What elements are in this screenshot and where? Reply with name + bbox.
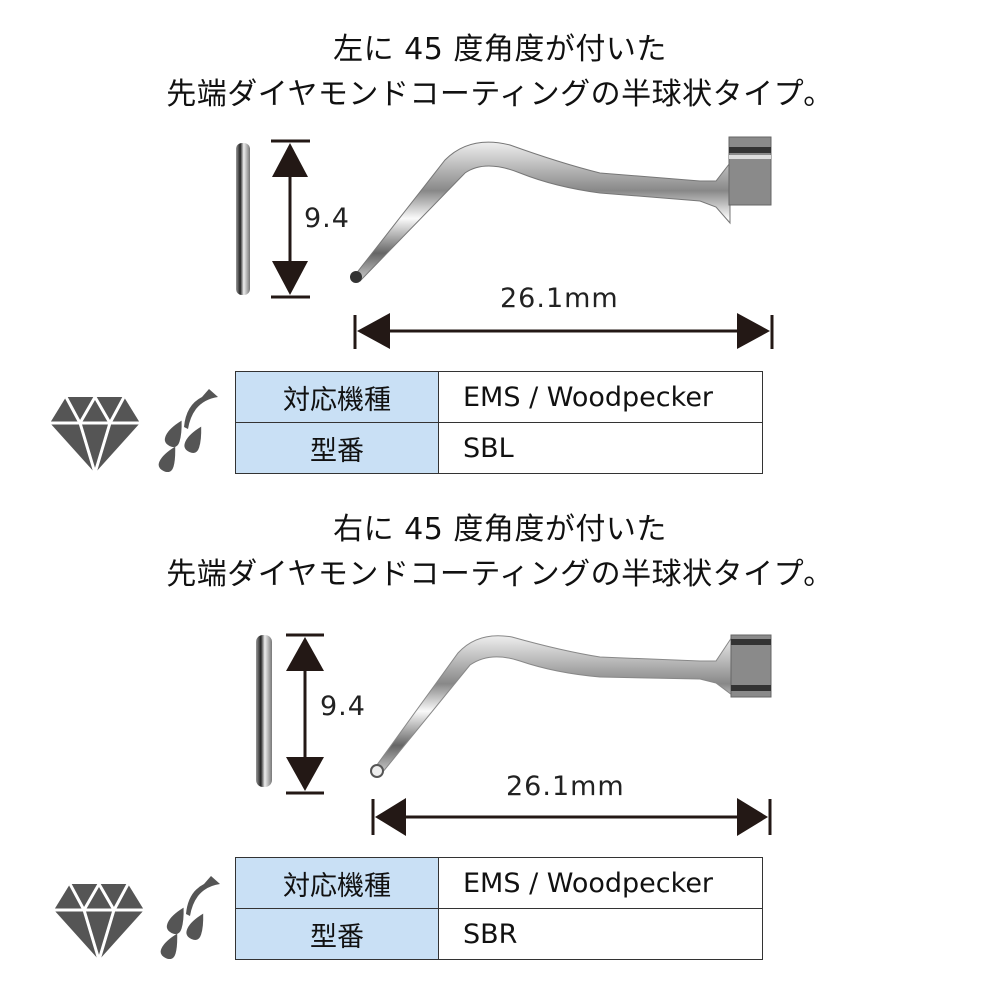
- spec-value: EMS / Woodpecker: [438, 371, 763, 423]
- product-2-icons: [50, 870, 230, 962]
- spec-label: 対応機種: [235, 371, 439, 423]
- diamond-icon: [50, 395, 140, 475]
- height-dimension-label: 9.4: [320, 691, 366, 722]
- water-drops-icon: [160, 876, 220, 959]
- side-view-rod: [256, 635, 272, 787]
- water-drops-icon: [158, 389, 218, 472]
- tip-body: [350, 136, 772, 283]
- tip-illustration: [256, 633, 772, 836]
- product-1-diagram: 9.4 26.1mm: [0, 125, 1000, 365]
- title-line-2: 先端ダイヤモンドコーティングの半球状タイプ。: [166, 557, 834, 592]
- spec-value: SBL: [438, 422, 763, 474]
- height-dimension-arrow: [271, 139, 310, 299]
- tip-body: [370, 634, 772, 778]
- length-dimension-label: 26.1mm: [506, 771, 625, 802]
- spec-label: 型番: [235, 908, 439, 960]
- spec-row: 型番 SBR: [235, 908, 763, 960]
- side-view-rod: [236, 143, 250, 295]
- product-2-title: 右に 45 度角度が付いた 先端ダイヤモンドコーティングの半球状タイプ。: [0, 507, 1000, 597]
- title-line-2: 先端ダイヤモンドコーティングの半球状タイプ。: [166, 77, 834, 112]
- title-line-1: 右に 45 度角度が付いた: [333, 512, 667, 547]
- spec-row: 対応機種 EMS / Woodpecker: [235, 371, 763, 423]
- spec-label: 対応機種: [235, 857, 439, 909]
- tip-illustration: [236, 136, 774, 349]
- diamond-icon: [54, 882, 144, 962]
- height-dimension-label: 9.4: [304, 203, 350, 234]
- product-2-diagram: 9.4 26.1mm: [0, 615, 1000, 855]
- title-line-1: 左に 45 度角度が付いた: [333, 32, 667, 67]
- length-dimension-arrow: [371, 798, 772, 836]
- product-1-spec-table: 対応機種 EMS / Woodpecker 型番 SBL: [235, 371, 763, 474]
- length-dimension-arrow: [353, 313, 774, 349]
- spec-row: 対応機種 EMS / Woodpecker: [235, 857, 763, 909]
- height-dimension-arrow: [286, 633, 324, 795]
- spec-value: EMS / Woodpecker: [438, 857, 763, 909]
- product-1-title: 左に 45 度角度が付いた 先端ダイヤモンドコーティングの半球状タイプ。: [0, 27, 1000, 117]
- spec-row: 型番 SBL: [235, 422, 763, 474]
- product-2-spec-table: 対応機種 EMS / Woodpecker 型番 SBR: [235, 857, 763, 960]
- spec-label: 型番: [235, 422, 439, 474]
- product-1-icons: [50, 385, 230, 475]
- length-dimension-label: 26.1mm: [500, 283, 619, 314]
- spec-value: SBR: [438, 908, 763, 960]
